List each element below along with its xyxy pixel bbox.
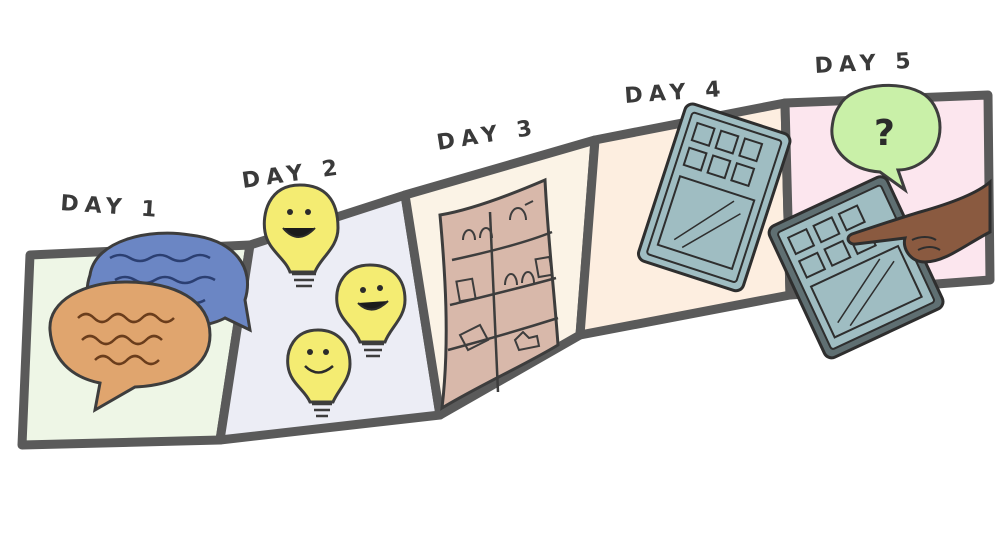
storyboard-sketch-icon (438, 177, 560, 411)
question-mark: ? (874, 113, 895, 154)
speech-bubbles-icon (48, 231, 252, 413)
lightbulb-small (286, 328, 352, 418)
tablet-prototype-icon (637, 102, 792, 293)
day-4-label: DAY 4 (624, 77, 728, 109)
day-1-label: DAY 1 (60, 191, 164, 223)
tablet-test-icon (767, 175, 992, 360)
day-3-label: DAY 3 (435, 115, 540, 156)
lightbulb-medium (335, 263, 407, 358)
pointing-hand-icon (846, 178, 992, 264)
question-bubble-icon: ? (830, 83, 942, 195)
lightbulb-large (262, 183, 340, 288)
question-bubble-shape (830, 83, 942, 195)
day-5-label: DAY 5 (814, 49, 917, 79)
lightbulb-icon (262, 183, 407, 418)
